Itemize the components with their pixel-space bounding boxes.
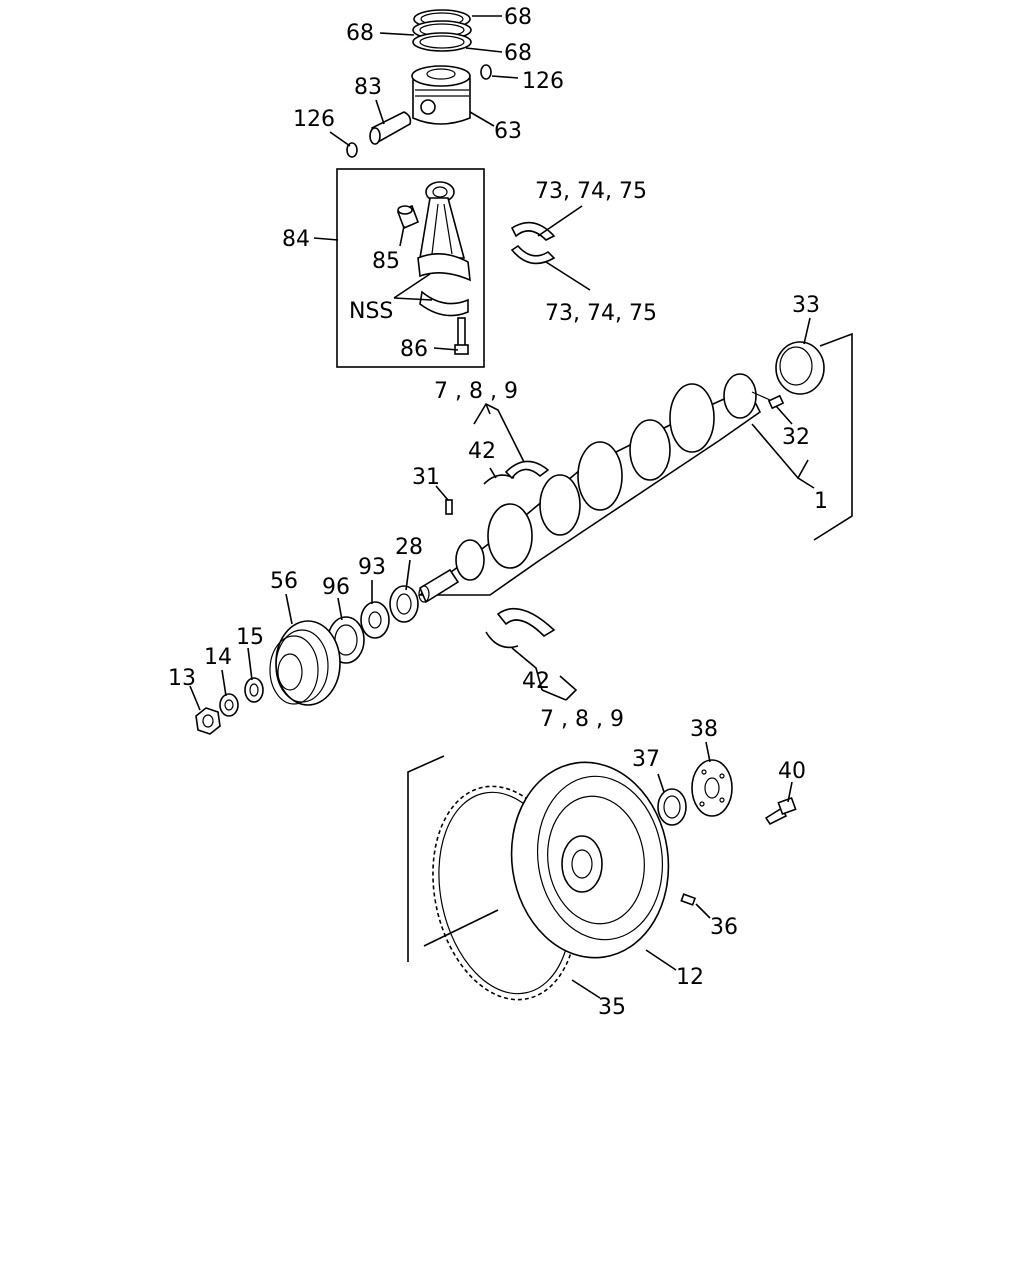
rod-cap <box>419 290 469 317</box>
callout-flywheel-plate: 38 <box>690 717 718 742</box>
callout-collar: 15 <box>236 625 264 650</box>
callout-piston-pin: 83 <box>354 75 382 100</box>
callout-rod-bearing-lower: 73, 74, 75 <box>545 301 657 326</box>
callout-main-bearing-lower-set: 7 , 8 , 9 <box>540 707 624 732</box>
rear-oil-seal <box>775 341 825 395</box>
flywheel <box>510 761 670 959</box>
callout-ring-a: 68 <box>504 5 532 30</box>
callout-timing-gear: 28 <box>395 535 423 560</box>
callout-ring-gear: 35 <box>598 995 626 1020</box>
piston <box>411 65 471 125</box>
callout-ring-b: 68 <box>346 21 374 46</box>
main-bearing-lower <box>496 607 556 638</box>
flywheel-dowel <box>680 893 697 906</box>
key <box>445 499 453 515</box>
flywheel-plate <box>691 759 733 817</box>
callout-thrust-washer-lower: 42 <box>522 669 550 694</box>
pulley <box>269 620 341 706</box>
main-bearing-upper <box>504 460 550 480</box>
crankshaft <box>417 373 771 604</box>
piston-rings <box>412 9 472 52</box>
callout-flywheel-bolt: 40 <box>778 759 806 784</box>
callout-ring-c: 68 <box>504 41 532 66</box>
con-rod-bushing <box>396 204 420 230</box>
con-rod <box>417 181 471 282</box>
callout-front-seal: 96 <box>322 575 350 600</box>
callout-spacer: 93 <box>358 555 386 580</box>
rod-bearing-lower <box>510 244 556 265</box>
flywheel-bolt <box>764 796 797 826</box>
callout-piston: 63 <box>494 119 522 144</box>
nut <box>195 707 221 735</box>
callout-rod-bearing-upper: 73, 74, 75 <box>535 179 647 204</box>
callout-flywheel-dowel: 36 <box>710 915 738 940</box>
callout-thrust-washer-upper: 42 <box>468 439 496 464</box>
callout-washer: 14 <box>204 645 232 670</box>
piston-pin <box>369 111 412 145</box>
pilot-bearing <box>657 788 687 826</box>
callout-pulley: 56 <box>270 569 298 594</box>
spacer <box>360 601 390 639</box>
callout-pilot-bearing: 37 <box>632 747 660 772</box>
callout-rod-bolt: 86 <box>400 337 428 362</box>
callout-crankshaft: 1 <box>814 489 828 514</box>
thrust-washer-lower <box>485 631 519 649</box>
leader-lines <box>189 15 853 999</box>
collar <box>244 677 264 703</box>
callout-main-bearing-upper-set: 7 , 8 , 9 <box>434 379 518 404</box>
callout-key: 31 <box>412 465 440 490</box>
washer <box>219 693 239 717</box>
callout-con-rod-bushing: 85 <box>372 249 400 274</box>
dowel-rear <box>767 394 785 410</box>
callout-dowel-rear: 32 <box>782 425 810 450</box>
callout-nut: 13 <box>168 666 196 691</box>
con-rod-assembly-box <box>336 168 485 368</box>
callout-rod-cap: NSS <box>349 299 393 324</box>
callout-rear-oil-seal: 33 <box>792 293 820 318</box>
callout-snap-ring-left: 126 <box>293 107 335 132</box>
callout-con-rod-assembly: 84 <box>282 227 310 252</box>
rod-bolt <box>454 317 469 355</box>
callout-flywheel: 12 <box>676 965 704 990</box>
rod-bearing-upper <box>510 221 556 241</box>
callout-snap-ring-right: 126 <box>522 69 564 94</box>
timing-gear <box>389 585 419 623</box>
